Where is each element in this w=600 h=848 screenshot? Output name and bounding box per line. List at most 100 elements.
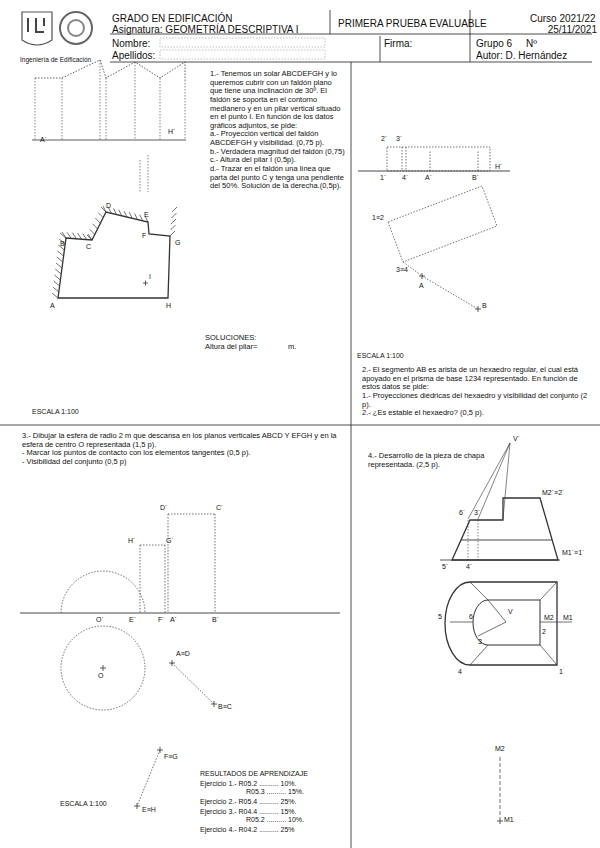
point-label: M1´≡1´ <box>562 549 584 557</box>
point-label: H´ <box>168 128 175 136</box>
header-text: Apellidos: <box>112 50 155 62</box>
wall-hatch <box>98 213 103 218</box>
statement-text: - Marcar los puntos de contacto con los … <box>22 449 342 458</box>
wall-hatch <box>103 206 106 212</box>
wall-hatch <box>114 209 117 215</box>
point-label: G <box>175 239 180 247</box>
point-label: M1 <box>563 614 573 622</box>
wall-hatch <box>72 233 76 239</box>
header-text: Firma: <box>384 38 412 50</box>
name-fields <box>160 38 325 59</box>
statement-text: Ejercicio 2.- R05.4 .......... 25%. <box>200 798 350 806</box>
point-label: C´ <box>216 504 223 512</box>
point-label: A´ <box>425 174 432 182</box>
header-text: GRADO EN EDIFICACIÓN <box>112 13 233 25</box>
wall-hatch <box>124 211 127 217</box>
point-label: 3´ <box>396 135 402 143</box>
point-label: C <box>86 243 91 251</box>
wall-hatch <box>129 212 132 218</box>
statement-text: 4.- Desarrollo de la pieza de chapa repr… <box>368 452 486 469</box>
point-label: O <box>98 672 103 680</box>
wall-hatch <box>54 275 60 280</box>
point-label: E≡H <box>142 806 156 814</box>
text-group: 3.- Dibujar la esfera de radio 2 m que d… <box>22 432 342 467</box>
wall-hatch <box>54 281 60 286</box>
point-label: A≡D <box>176 650 190 658</box>
text-group: 4.- Desarrollo de la pieza de chapa repr… <box>368 452 486 469</box>
point-label: V´ <box>513 435 520 443</box>
point-label: 2 <box>542 628 546 636</box>
wall-hatch <box>172 207 177 212</box>
point-label: SOLUCIONES: <box>205 334 256 343</box>
point-label: B <box>482 302 487 310</box>
point-label: B≡C <box>218 703 232 711</box>
header-text: Autor: D. Hernández <box>476 50 567 62</box>
wall-hatch <box>119 210 122 216</box>
wall-hatch <box>60 233 66 238</box>
exercise1-drawing <box>32 60 186 298</box>
point-label: 4´ <box>402 174 408 182</box>
point-label: O´ <box>96 616 104 624</box>
point-label: D <box>106 202 111 210</box>
point-label: F´ <box>158 616 165 624</box>
point-label: 1 <box>559 668 563 676</box>
wall-hatch <box>140 215 143 221</box>
wall-hatch <box>52 293 58 298</box>
point-label: M1 <box>504 816 514 824</box>
point-label: ESCALA 1:100 <box>60 800 107 808</box>
text-group: 2.- El segmento AB es arista de un hexae… <box>362 366 594 418</box>
statement-text: 1.- Proyecciones diédricas del hexaedro … <box>362 392 594 409</box>
wall-hatch <box>93 224 98 229</box>
statement-text: d.- Trazar en el faldón una línea que pa… <box>210 165 345 191</box>
wall-hatch <box>67 232 71 238</box>
exercise2-drawing <box>358 147 510 312</box>
point-label: 4´ <box>466 563 472 571</box>
point-label: 3´ <box>474 509 480 517</box>
point-label: A´ <box>40 136 47 144</box>
point-label: M2´≡2´ <box>542 489 564 497</box>
wall-hatch <box>171 225 176 230</box>
header-text: Nombre: <box>112 38 150 50</box>
point-label: m. <box>288 343 296 352</box>
header-text: Grupo 6 <box>476 38 512 50</box>
statement-text: 2.- El segmento AB es arista de un hexae… <box>362 366 594 392</box>
wall-hatch <box>172 213 177 218</box>
statement-text: R05.2 .......... 10%. <box>200 816 350 824</box>
text-group: 1.- Tenemos un solar ABCDEFGH y lo quere… <box>210 70 345 191</box>
wall-hatch <box>56 263 62 268</box>
text-group: RESULTADOS DE APRENDIZAJEEjercicio 1.- R… <box>200 770 350 834</box>
point-label: A´ <box>170 616 177 624</box>
point-label: F≡G <box>164 753 178 761</box>
point-label: A <box>50 302 55 310</box>
statement-text: R05.3 .......... 15%. <box>200 788 350 796</box>
point-label: 4 <box>458 668 462 676</box>
point-label: V <box>508 608 513 616</box>
frame-lines <box>0 10 600 848</box>
statement-text: c.- Altura del pilar I (0,5p). <box>210 156 345 165</box>
point-label: A <box>419 282 424 290</box>
wall-hatch <box>58 251 64 256</box>
point-label: B <box>60 240 65 248</box>
wall-hatch <box>171 219 176 224</box>
point-label: 1≡2 <box>372 214 384 222</box>
point-label: ESCALA 1:100 <box>32 408 79 416</box>
point-label: M2 <box>544 614 554 622</box>
point-label: 3 <box>478 638 482 646</box>
point-label: 6´ <box>459 509 465 517</box>
logo <box>22 12 92 45</box>
wall-hatch <box>101 207 106 212</box>
point-label: I <box>149 273 151 281</box>
point-label: 2´ <box>381 135 387 143</box>
point-label: 6 <box>469 613 473 621</box>
wall-hatch <box>88 234 92 240</box>
point-label: Ingeniería de Edificación <box>20 56 91 63</box>
point-label: D´ <box>160 504 167 512</box>
statement-text: 1.- Tenemos un solar ABCDEFGH y lo quere… <box>210 70 345 130</box>
exam-title: PRIMERA PRUEBA EVALUABLE <box>338 18 487 30</box>
point-label: Altura del pilar= <box>205 343 257 352</box>
wall-hatch <box>83 234 87 240</box>
statement-text: 3.- Dibujar la esfera de radio 2 m que d… <box>22 432 342 449</box>
wall-hatch <box>87 235 92 240</box>
statement-text: RESULTADOS DE APRENDIZAJE <box>200 770 350 778</box>
